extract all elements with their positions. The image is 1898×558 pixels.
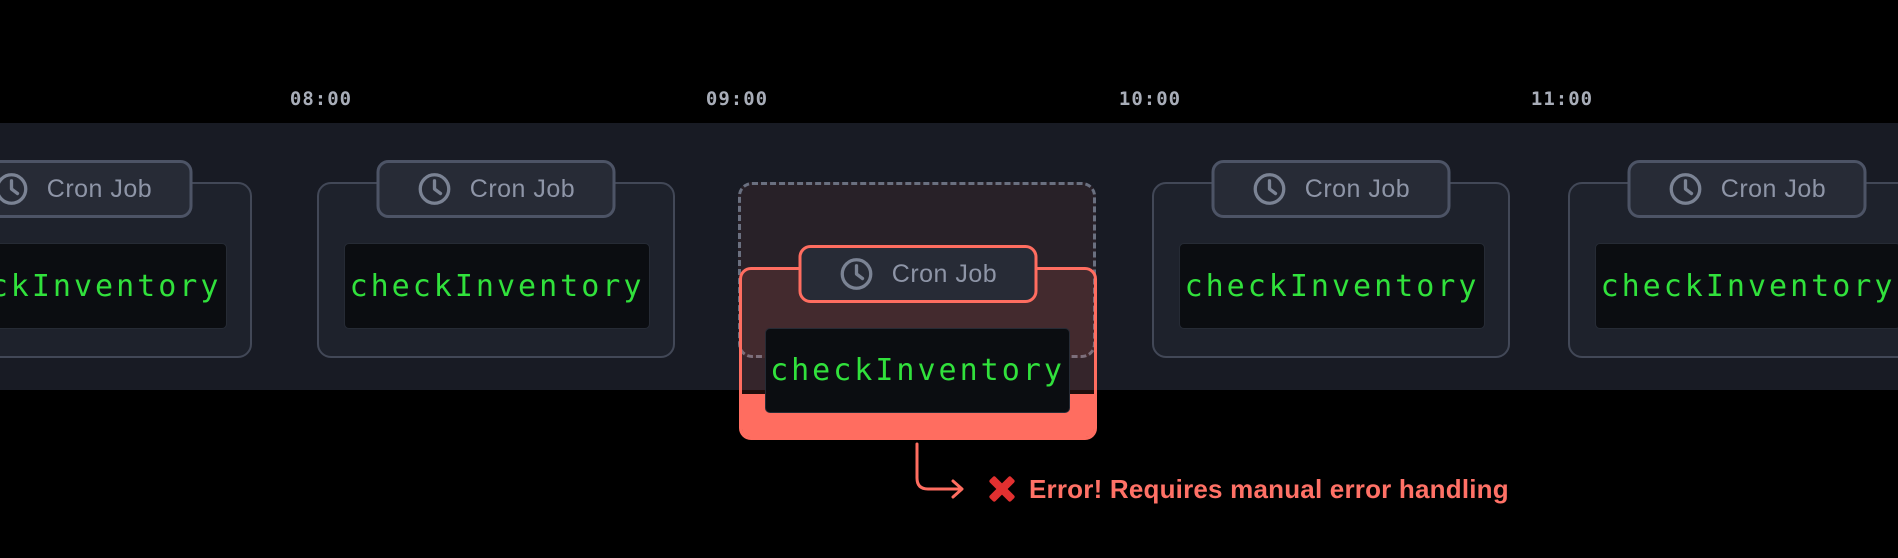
error-message: Error! Requires manual error handling [1029,473,1509,504]
cron-run-card-2-error: Cron Job checkInventory [739,245,1097,440]
badge-label: Cron Job [469,174,576,203]
cron-run-card-1: Cron Job checkInventory [317,160,675,358]
error-arrow [915,442,964,499]
badge-label: Cron Job [1304,174,1411,203]
cron-run-card-4: Cron Job checkInventory [1568,160,1898,358]
clock-icon [0,173,28,205]
cron-job-badge: Cron Job [1211,160,1451,218]
cross-mark-icon [988,475,1016,503]
code-block: checkInventory [0,243,227,329]
error-annotation: Error! Requires manual error handling [988,474,1509,504]
function-name: checkInventory [1600,268,1896,304]
code-block: checkInventory [765,328,1070,413]
badge-label: Cron Job [891,259,998,288]
clock-icon [840,258,873,290]
clock-icon [418,173,451,205]
cron-job-badge: Cron Job [1627,160,1867,218]
cron-job-badge: Cron Job [798,245,1038,303]
cron-job-badge: Cron Job [0,160,193,218]
time-tick-1000: 10:00 [1118,88,1182,110]
code-block: checkInventory [1595,243,1898,329]
cron-run-card-3: Cron Job checkInventory [1152,160,1510,358]
time-tick-1100: 11:00 [1530,88,1594,110]
function-name: checkInventory [1184,268,1480,304]
time-tick-0800: 08:00 [289,88,353,110]
clock-icon [1669,173,1702,205]
cron-run-card-0: Cron Job checkInventory [0,160,252,358]
code-block: checkInventory [344,243,650,329]
clock-icon [1253,173,1286,205]
badge-label: Cron Job [46,174,153,203]
cron-job-badge: Cron Job [376,160,616,218]
function-name: checkInventory [0,268,222,304]
function-name: checkInventory [349,268,645,304]
function-name: checkInventory [770,353,1065,388]
time-tick-0900: 09:00 [705,88,769,110]
badge-label: Cron Job [1720,174,1827,203]
code-block: checkInventory [1179,243,1485,329]
